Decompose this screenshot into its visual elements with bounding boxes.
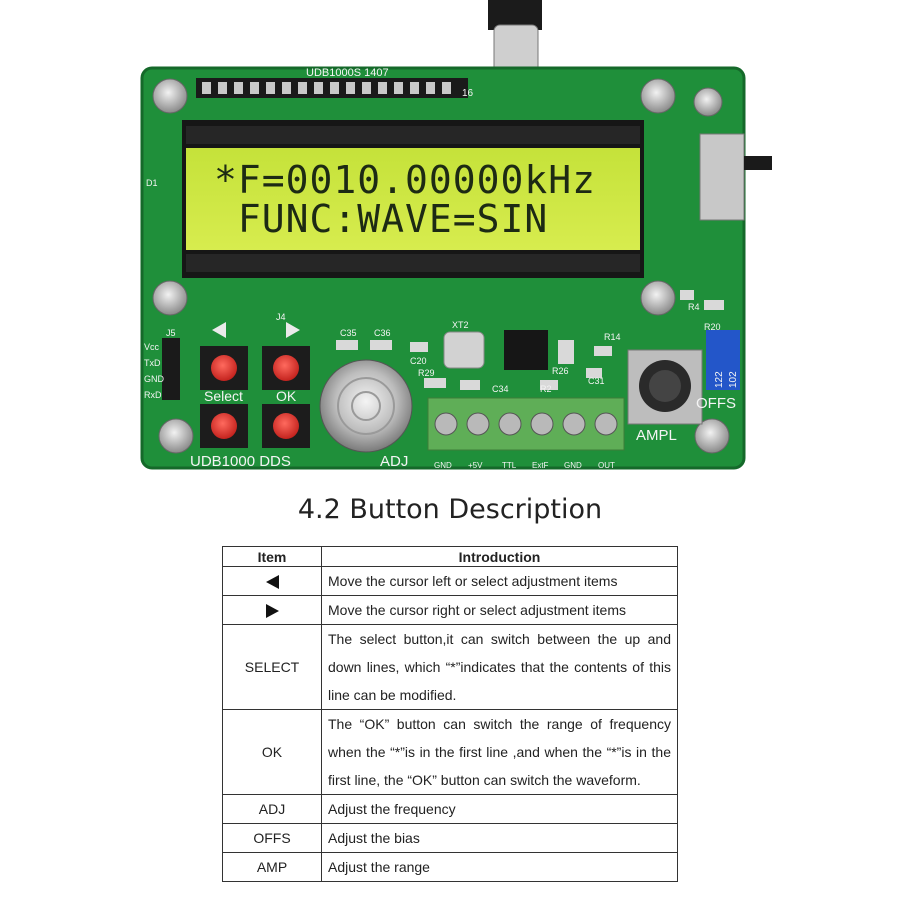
ampl-knob: [627, 349, 703, 425]
ok-button: [262, 404, 310, 448]
bnc-connector: [493, 24, 539, 74]
silk-xt2: XT2: [452, 320, 469, 330]
table-cell-item: OK: [222, 709, 322, 795]
serial-pin-txd: TxD: [144, 358, 161, 368]
left-arrow-icon: [265, 575, 279, 590]
top-silk-label: UDB1000S 1407: [306, 67, 389, 79]
silk-r26: R26: [552, 366, 569, 376]
header-item: Item: [222, 546, 322, 567]
table-cell-item: ADJ: [222, 794, 322, 824]
select-silk-label: Select: [204, 388, 243, 404]
terminal-label-gnd-1: GND: [434, 461, 452, 470]
silk-c36: C36: [374, 328, 391, 338]
select-button: [200, 404, 248, 448]
table-cell-item: OFFS: [222, 823, 322, 853]
silk-c31: C31: [588, 376, 605, 386]
table-header-row: Item Introduction: [222, 546, 678, 567]
section-title: 4.2 Button Description: [297, 494, 603, 525]
lcd-line-2: FUNC:WAVE=SIN: [214, 197, 548, 241]
terminal-label-5v: +5V: [468, 461, 483, 470]
board-photo: UDB1000S 1407 16 *F=0010.00000kHz FUNC:W…: [140, 0, 772, 470]
silk-r29: R29: [418, 368, 435, 378]
adj-knob: [319, 359, 413, 453]
table-cell-intro: Move the cursor left or select adjustmen…: [321, 566, 678, 596]
right-button: [262, 346, 310, 390]
header-introduction: Introduction: [321, 546, 678, 567]
chip-ic: [504, 330, 548, 370]
table-cell-intro: The “OK” button can switch the range of …: [321, 709, 678, 795]
pin-silk-label: 16: [462, 88, 474, 99]
serial-connector: [162, 338, 180, 400]
terminal-block: [427, 397, 625, 451]
silk-d1: D1: [146, 178, 158, 188]
silk-r14: R14: [604, 332, 621, 342]
power-switch: [699, 133, 745, 221]
silk-j4: J4: [276, 312, 286, 322]
table-row: OFFS Adjust the bias: [222, 823, 678, 853]
lcd-screen: [186, 148, 640, 250]
terminal-label-gnd-2: GND: [564, 461, 582, 470]
silk-c35: C35: [340, 328, 357, 338]
table-row: AMP Adjust the range: [222, 852, 678, 882]
pot-label-1: 122: [714, 371, 725, 388]
table-row: Move the cursor left or select adjustmen…: [222, 566, 678, 596]
serial-pin-vcc: Vcc: [144, 342, 160, 352]
crystal: [443, 331, 485, 369]
ok-silk-label: OK: [276, 388, 297, 404]
terminal-label-extf: ExtF: [532, 461, 549, 470]
silk-c20: C20: [410, 356, 427, 366]
right-arrow-icon: [265, 604, 279, 619]
smd-components: [336, 290, 724, 390]
table-row: ADJ Adjust the frequency: [222, 794, 678, 824]
button-description-table: Item Introduction Move the cursor left o…: [222, 546, 678, 882]
table-cell-item: [222, 595, 322, 625]
left-button: [200, 346, 248, 390]
table-cell-intro: Adjust the range: [321, 852, 678, 882]
silk-r2: R2: [540, 384, 552, 394]
terminal-label-ttl: TTL: [502, 461, 517, 470]
table-cell-item: [222, 566, 322, 596]
table-cell-intro: Adjust the frequency: [321, 794, 678, 824]
table-row: SELECT The select button,it can switch b…: [222, 624, 678, 710]
table-row: OK The “OK” button can switch the range …: [222, 709, 678, 795]
terminal-label-out: OUT: [598, 461, 615, 470]
serial-pin-gnd: GND: [144, 374, 165, 384]
silk-c34: C34: [492, 384, 509, 394]
table-cell-intro: Move the cursor right or select adjustme…: [321, 595, 678, 625]
silk-r20: R20: [704, 322, 721, 332]
trim-pot: [706, 330, 740, 390]
screw-icon: [152, 78, 730, 454]
offs-silk-label: OFFS: [696, 395, 736, 412]
silk-r4: R4: [688, 302, 700, 312]
table-row: Move the cursor right or select adjustme…: [222, 595, 678, 625]
adj-silk-label: ADJ: [380, 453, 408, 470]
table-cell-item: AMP: [222, 852, 322, 882]
silk-j5: J5: [166, 328, 176, 338]
pcb-left-arrow-icon: [212, 322, 226, 338]
table-cell-intro: Adjust the bias: [321, 823, 678, 853]
header-pins: [196, 78, 468, 98]
lcd-line-1: *F=0010.00000kHz: [214, 158, 596, 202]
pcb-right-arrow-icon: [286, 322, 300, 338]
table-cell-intro: The select button,it can switch between …: [321, 624, 678, 710]
model-silk-label: UDB1000 DDS: [190, 453, 291, 470]
serial-pin-rxd: RxD: [144, 390, 162, 400]
ampl-silk-label: AMPL: [636, 427, 677, 444]
table-cell-item: SELECT: [222, 624, 322, 710]
pot-label-2: 102: [728, 371, 739, 388]
